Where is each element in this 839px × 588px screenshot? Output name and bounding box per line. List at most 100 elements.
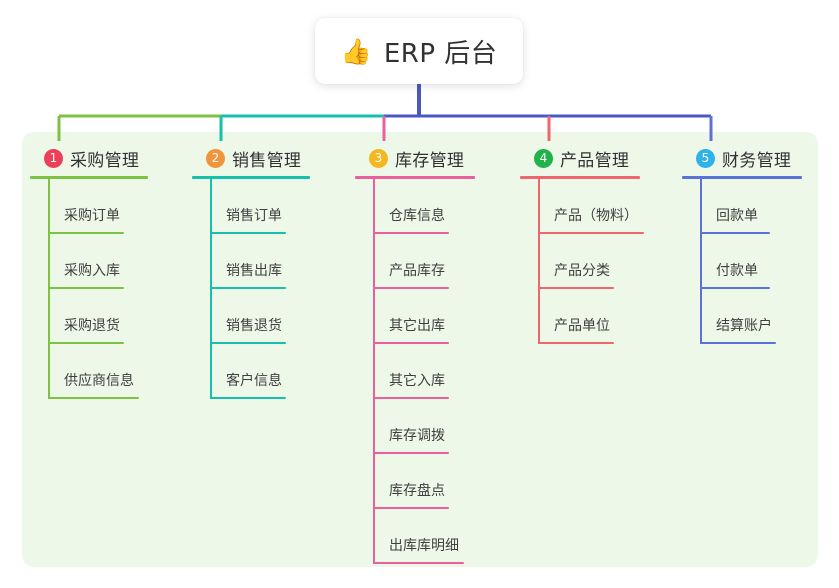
- branch-child-item[interactable]: 采购订单: [30, 179, 148, 234]
- branch-underline-1: [30, 176, 148, 179]
- branch-child-item[interactable]: 库存盘点: [355, 454, 475, 509]
- branch-header-5[interactable]: 5 财务管理: [682, 146, 802, 171]
- branch-child-item[interactable]: 采购退货: [30, 289, 148, 344]
- branch-header-1[interactable]: 1 采购管理: [30, 146, 148, 171]
- branch-child-item[interactable]: 出库库明细: [355, 509, 475, 564]
- branch-child-item[interactable]: 销售订单: [192, 179, 310, 234]
- branch-child-item[interactable]: 产品库存: [355, 234, 475, 289]
- branch-badge-3: 3: [369, 148, 388, 168]
- branch-child-label: 客户信息: [226, 373, 282, 389]
- branch-child-rule: [210, 287, 286, 289]
- branch-child-label: 仓库信息: [389, 208, 445, 224]
- branch-child-rule: [48, 287, 124, 289]
- branch-column-4: 4 产品管理产品（物料） 产品分类产品单位: [520, 146, 644, 344]
- branch-child-rule: [373, 287, 449, 289]
- branch-column-5: 5 财务管理回款单付款单结算账户: [682, 146, 802, 344]
- branch-children-1: 采购订单采购入库采购退货供应商信息: [30, 179, 148, 399]
- branch-child-label: 回款单: [716, 208, 758, 224]
- branch-underline-2: [192, 176, 310, 179]
- branch-title-2: 销售管理: [232, 150, 302, 171]
- branch-child-rule: [700, 287, 770, 289]
- branch-child-rule: [700, 232, 770, 234]
- branch-child-item[interactable]: 销售出库: [192, 234, 310, 289]
- branch-child-label: 出库库明细: [389, 538, 459, 554]
- branch-title-4: 产品管理: [560, 150, 630, 171]
- branch-badge-5: 5: [696, 148, 715, 168]
- branch-child-item[interactable]: 客户信息: [192, 344, 310, 399]
- branch-child-label: 销售订单: [226, 208, 282, 224]
- branch-underline-4: [520, 176, 640, 179]
- branch-child-rule: [373, 452, 449, 454]
- branch-child-item[interactable]: 采购入库: [30, 234, 148, 289]
- branch-title-3: 库存管理: [395, 150, 465, 171]
- branch-spine-1: [48, 179, 50, 399]
- branch-header-4[interactable]: 4 产品管理: [520, 146, 640, 171]
- branch-child-label: 其它出库: [389, 318, 445, 334]
- branch-child-label: 供应商信息: [64, 373, 134, 389]
- branch-spine-5: [700, 179, 702, 344]
- branch-child-rule: [210, 342, 286, 344]
- branch-badge-1: 1: [44, 148, 63, 168]
- branch-child-rule: [538, 232, 644, 234]
- branch-child-label: 采购退货: [64, 318, 120, 334]
- branch-children-2: 销售订单销售出库销售退货客户信息: [192, 179, 310, 399]
- branch-child-label: 结算账户: [716, 318, 772, 334]
- branch-child-item[interactable]: 库存调拨: [355, 399, 475, 454]
- branch-child-item[interactable]: 结算账户: [682, 289, 802, 344]
- branch-child-rule: [538, 342, 614, 344]
- branch-child-label: 采购订单: [64, 208, 120, 224]
- branch-child-rule: [210, 397, 286, 399]
- branch-child-label: 付款单: [716, 263, 758, 279]
- branch-child-rule: [538, 287, 614, 289]
- branch-child-item[interactable]: 产品（物料）: [520, 179, 644, 234]
- branch-child-label: 采购入库: [64, 263, 120, 279]
- branch-child-item[interactable]: 其它入库: [355, 344, 475, 399]
- branch-child-label: 库存盘点: [389, 483, 445, 499]
- branch-child-item[interactable]: 仓库信息: [355, 179, 475, 234]
- branch-badge-2: 2: [206, 148, 225, 168]
- branch-child-rule: [210, 232, 286, 234]
- branch-underline-5: [682, 176, 802, 179]
- branch-child-rule: [48, 342, 124, 344]
- branch-column-2: 2 销售管理销售订单销售出库销售退货客户信息: [192, 146, 310, 399]
- branch-child-item[interactable]: 供应商信息: [30, 344, 148, 399]
- branch-child-rule: [48, 232, 124, 234]
- branch-header-3[interactable]: 3 库存管理: [355, 146, 475, 171]
- branch-child-rule: [48, 397, 139, 399]
- branch-column-3: 3 库存管理仓库信息产品库存其它出库其它入库库存调拨库存盘点出库库明细: [355, 146, 475, 564]
- branch-title-1: 采购管理: [70, 150, 140, 171]
- branch-children-4: 产品（物料） 产品分类产品单位: [520, 179, 644, 344]
- root-node[interactable]: 👍 ERP 后台: [315, 18, 523, 84]
- diagram-background-panel: [22, 132, 818, 567]
- branch-child-label: 销售退货: [226, 318, 282, 334]
- branch-spine-3: [373, 179, 375, 564]
- branch-spine-2: [210, 179, 212, 399]
- branch-child-rule: [373, 562, 464, 564]
- branch-header-2[interactable]: 2 销售管理: [192, 146, 310, 171]
- branch-badge-4: 4: [534, 148, 553, 168]
- thumbs-up-icon: 👍: [340, 36, 372, 66]
- branch-child-item[interactable]: 产品分类: [520, 234, 640, 289]
- branch-column-1: 1 采购管理采购订单采购入库采购退货供应商信息: [30, 146, 148, 399]
- branch-child-label: 销售出库: [226, 263, 282, 279]
- branch-child-item[interactable]: 其它出库: [355, 289, 475, 344]
- branch-child-item[interactable]: 产品单位: [520, 289, 640, 344]
- branch-child-label: 其它入库: [389, 373, 445, 389]
- branch-child-rule: [700, 342, 776, 344]
- branch-children-3: 仓库信息产品库存其它出库其它入库库存调拨库存盘点出库库明细: [355, 179, 475, 564]
- branch-child-label: 产品分类: [554, 263, 610, 279]
- branch-child-label: 产品（物料）: [554, 208, 638, 224]
- branch-child-rule: [373, 232, 449, 234]
- branch-spine-4: [538, 179, 540, 344]
- branch-child-item[interactable]: 付款单: [682, 234, 802, 289]
- branch-underline-3: [355, 176, 475, 179]
- branch-title-5: 财务管理: [722, 150, 792, 171]
- branch-child-rule: [373, 507, 449, 509]
- branch-child-rule: [373, 342, 449, 344]
- branch-child-label: 库存调拨: [389, 428, 445, 444]
- branch-children-5: 回款单付款单结算账户: [682, 179, 802, 344]
- branch-child-item[interactable]: 销售退货: [192, 289, 310, 344]
- branch-child-label: 产品单位: [554, 318, 610, 334]
- branch-child-item[interactable]: 回款单: [682, 179, 802, 234]
